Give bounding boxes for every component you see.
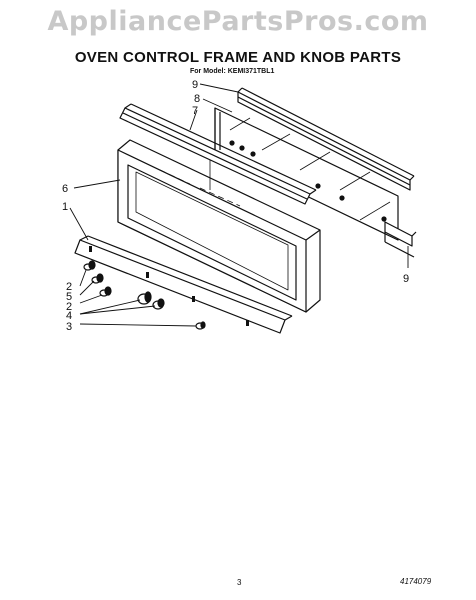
leader-lines [69,83,409,327]
part-9-upper-rail [237,87,415,191]
page-number: 3 [237,578,242,587]
callout-2-lower: 2 [66,301,72,313]
part-2-upper-knob [83,260,96,271]
part-5-knob [91,273,104,284]
watermark: AppliancePartsPros.com [47,6,429,37]
callout-3: 3 [66,321,72,333]
part-9-lower-rail [384,221,417,258]
model-line: For Model: KEMI371TBL1 [190,68,275,75]
part-6-control-frame [117,139,321,313]
callout-6: 6 [62,183,68,195]
part-8-glass-panel [214,107,399,241]
part-7-trim-strip [119,103,317,205]
callout-8: 8 [194,93,200,105]
part-2-lower-knob [99,286,112,297]
part-1-control-panel [74,235,293,334]
part-3-knob [195,321,206,330]
callout-5: 5 [66,291,72,303]
callout-7: 7 [192,105,198,117]
document-number: 4174079 [400,577,432,586]
callout-9-bottom: 9 [403,273,409,285]
callout-1: 1 [62,201,68,213]
callout-2-upper: 2 [66,281,72,293]
part-4-knobs [137,291,165,310]
callout-4: 4 [66,310,72,322]
callout-9-top: 9 [192,79,198,91]
diagram-title: OVEN CONTROL FRAME AND KNOB PARTS [74,49,402,66]
